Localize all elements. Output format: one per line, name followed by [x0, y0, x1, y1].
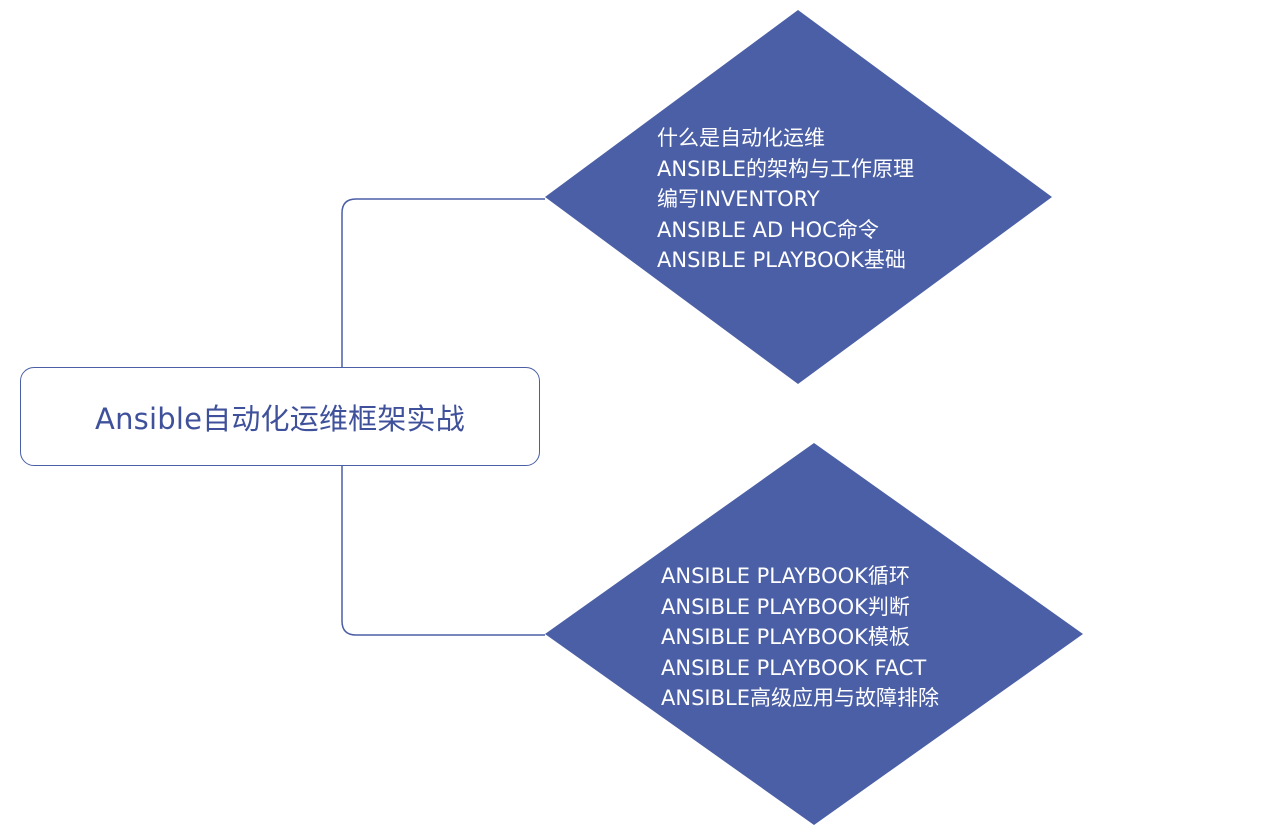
branch-1-text: 什么是自动化运维 ANSIBLE的架构与工作原理 编写INVENTORY ANS… — [657, 123, 914, 276]
root-node-label: Ansible自动化运维框架实战 — [95, 401, 465, 436]
branch-2-item: ANSIBLE PLAYBOOK循环 — [661, 564, 910, 588]
root-node[interactable]: Ansible自动化运维框架实战 — [20, 367, 540, 466]
branch-1-item: 什么是自动化运维 — [657, 126, 825, 150]
branch-2-text: ANSIBLE PLAYBOOK循环 ANSIBLE PLAYBOOK判断 AN… — [661, 561, 939, 714]
branch-2-item: ANSIBLE高级应用与故障排除 — [661, 686, 939, 710]
branch-2-item: ANSIBLE PLAYBOOK模板 — [661, 625, 910, 649]
branch-1-item: ANSIBLE AD HOC命令 — [657, 217, 879, 242]
branch-1-item: 编写INVENTORY — [657, 187, 820, 211]
connector-bottom — [341, 466, 545, 636]
branch-1-item: ANSIBLE的架构与工作原理 — [657, 156, 914, 181]
branch-2-item: ANSIBLE PLAYBOOK FACT — [661, 655, 927, 680]
branch-1-item: ANSIBLE PLAYBOOK基础 — [657, 248, 906, 272]
branch-2-item: ANSIBLE PLAYBOOK判断 — [661, 594, 910, 619]
branch-2-diamond — [545, 443, 1083, 825]
branch-1-diamond — [545, 10, 1052, 384]
connector-top — [341, 198, 545, 367]
